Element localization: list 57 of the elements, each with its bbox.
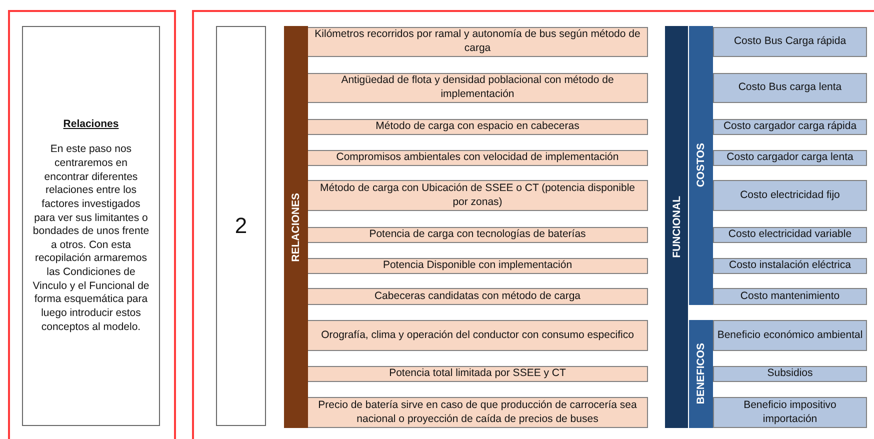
relation-box xyxy=(308,320,648,351)
step-number-box xyxy=(216,26,266,426)
category-label: BENEFICOS xyxy=(695,343,707,405)
item-box xyxy=(713,320,867,351)
box-text: Costo electricidad variable xyxy=(728,228,852,242)
box-text: Orografía, clima y operación del conductor con consumo especifico xyxy=(321,328,634,342)
box-text: Precio de batería sirve en caso de que producción de carrocería sea nacional o proyección de caída de precios de buses xyxy=(317,398,638,426)
panel-frame xyxy=(192,10,874,439)
relation-box xyxy=(308,227,648,243)
item-box xyxy=(713,366,867,382)
box-text: Costo mantenimiento xyxy=(740,290,840,304)
box-text: Antigüedad de flota y densidad poblacional con método de implementación xyxy=(340,74,615,102)
box-text: Costo Bus Carga rápida xyxy=(734,35,846,49)
box-text: Beneficio impositivo importación xyxy=(742,398,838,426)
category-bar xyxy=(284,26,308,428)
box-text: Costo cargador carga lenta xyxy=(726,151,854,165)
item-box xyxy=(713,258,867,274)
relation-box xyxy=(308,288,648,305)
box-text: Costo electricidad fijo xyxy=(740,188,840,202)
relation-box xyxy=(308,366,648,382)
item-box xyxy=(713,150,867,166)
box-text: Compromisos ambientales con velocidad de implementación xyxy=(336,151,619,165)
box-text: Potencia de carga con tecnologías de baterías xyxy=(369,228,586,242)
box-text: Kilómetros recorridos por ramal y autonomía de bus según método de carga xyxy=(314,28,642,56)
item-box xyxy=(713,397,867,428)
item-box xyxy=(713,288,867,305)
box-text: Cabeceras candidatas con método de carga xyxy=(374,290,581,304)
relation-box xyxy=(308,73,648,103)
step-number: 2 xyxy=(234,212,248,240)
relation-box xyxy=(308,180,648,211)
item-box xyxy=(713,119,867,135)
box-text: Costo Bus carga lenta xyxy=(738,81,842,95)
box-text: Beneficio económico ambiental xyxy=(717,328,863,342)
item-box xyxy=(713,27,867,57)
box-text: Subsidios xyxy=(767,367,813,381)
category-label: RELACIONES xyxy=(290,192,302,262)
category-bar xyxy=(688,26,713,305)
heading: Relaciones xyxy=(63,118,119,132)
category-bar xyxy=(688,320,713,428)
box-text: En este paso nos centraremos en encontrar diferentes relaciones entre los factores investigados para ver sus limitantes o bondades de unos frente a otros. Con esta recopilación armaremos las Condiciones de Vinculo y el Funcional de forma esquemática para luego introducir estos conceptos al modelo. xyxy=(32,143,150,334)
item-box xyxy=(713,180,867,211)
box-text: Costo instalación eléctrica xyxy=(729,259,851,273)
panel-frame xyxy=(8,10,176,439)
category-label: FUNCIONAL xyxy=(670,196,682,258)
box-text: Potencia total limitada por SSEE y CT xyxy=(389,367,566,381)
item-box xyxy=(713,227,867,243)
item-box xyxy=(713,73,867,103)
relation-box xyxy=(308,258,648,274)
box-text: Método de carga con Ubicación de SSEE o CT (potencia disponible por zonas) xyxy=(319,182,636,210)
box-text: Potencia Disponible con implementación xyxy=(382,259,572,273)
category-bar xyxy=(665,26,688,428)
relation-box xyxy=(308,119,648,135)
relation-box xyxy=(308,150,648,166)
box-text: Costo cargador carga rápida xyxy=(723,120,857,134)
description-box xyxy=(22,26,160,426)
category-label: COSTOS xyxy=(695,143,707,188)
box-text: Método de carga con espacio en cabeceras xyxy=(376,120,580,134)
